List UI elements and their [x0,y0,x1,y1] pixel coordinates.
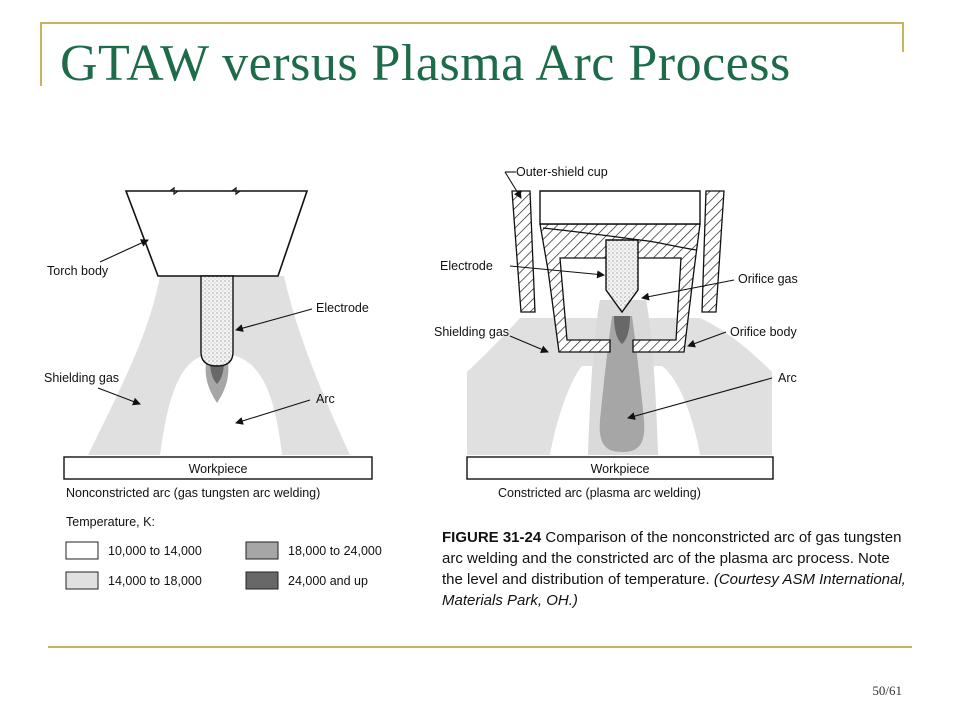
plasma-torch-top [539,190,701,225]
plasma-caption: Constricted arc (plasma arc welding) [498,486,701,500]
plasma-diagram: Workpiece Outer-shield cup Electrode Ori… [434,165,798,500]
plasma-outer-shield-right [701,190,725,313]
figure-caption-text: Comparison of the nonconstricted arc of … [442,529,902,588]
plasma-workpiece-label: Workpiece [591,462,650,476]
plasma-orifice-gas-label: Orifice gas [738,272,798,286]
gtaw-diagram: Workpiece Torch body Electrode Shielding… [44,186,373,500]
slide-title: GTAW versus Plasma Arc Process [60,35,791,92]
plasma-arc-label: Arc [778,371,797,385]
gtaw-workpiece-label: Workpiece [189,462,248,476]
plasma-orifice-gas-leader [641,279,735,301]
gtaw-arc-zone [160,355,282,455]
plasma-outer-shield-label: Outer-shield cup [516,165,608,179]
plasma-orifice-body-label: Orifice body [730,325,797,339]
frame-left-line [40,22,42,86]
legend-label-3: 18,000 to 24,000 [288,544,382,558]
legend-title: Temperature, K: [66,515,155,529]
legend-label-2: 14,000 to 18,000 [108,574,202,588]
gtaw-caption: Nonconstricted arc (gas tungsten arc wel… [66,486,320,500]
plasma-arc-hot-core [614,316,630,344]
figure-caption: FIGURE 31-24 Comparison of the nonconstr… [442,527,912,611]
plasma-outer-shield-leader-2 [504,171,522,199]
figure-caption-credit: (Courtesy ASM International, Materials P… [442,571,906,609]
legend-swatch-2 [65,571,99,590]
plasma-orifice-body [539,223,701,353]
gtaw-torch-body-leader [99,239,149,263]
plasma-outer-shield-left [511,190,536,313]
gtaw-electrode [200,275,234,367]
gtaw-electrode-label: Electrode [316,301,369,315]
plasma-shielding-gas-leader [509,335,549,353]
plasma-workpiece [466,456,774,480]
legend-swatch-4 [245,571,279,590]
plasma-shielding-gas-label: Shielding gas [434,325,509,339]
figure-caption-label: FIGURE 31-24 [442,529,542,546]
plasma-arc-leader [627,377,773,420]
frame-top-line [40,22,904,24]
frame-bottom-line [48,646,912,648]
temperature-legend: Temperature, K: 10,000 to 14,000 14,000 … [65,515,382,590]
plasma-electrode [605,239,639,314]
gtaw-shielding-gas-leader [97,387,141,406]
gtaw-arc-hot-spot [210,362,224,384]
plasma-torch-cut [542,227,698,251]
gtaw-workpiece [63,456,373,480]
plasma-electrode-leader [509,265,605,279]
gtaw-arc-leader [235,399,311,425]
gtaw-torch-body [124,190,309,277]
page-number: 50/61 [872,683,902,698]
gtaw-torch-break [169,186,241,196]
gtaw-torch-body-label: Torch body [47,264,109,278]
plasma-orifice-body-leader [687,331,727,348]
plasma-electrode-label: Electrode [440,259,493,273]
gtaw-shielding-gas-label: Shielding gas [44,371,119,385]
legend-label-4: 24,000 and up [288,574,368,588]
gtaw-arc-label: Arc [316,392,335,406]
gtaw-electrode-leader [235,308,313,332]
frame-right-line [902,22,904,52]
legend-swatch-3 [245,541,279,560]
legend-swatch-1 [65,541,99,560]
legend-label-1: 10,000 to 14,000 [108,544,202,558]
